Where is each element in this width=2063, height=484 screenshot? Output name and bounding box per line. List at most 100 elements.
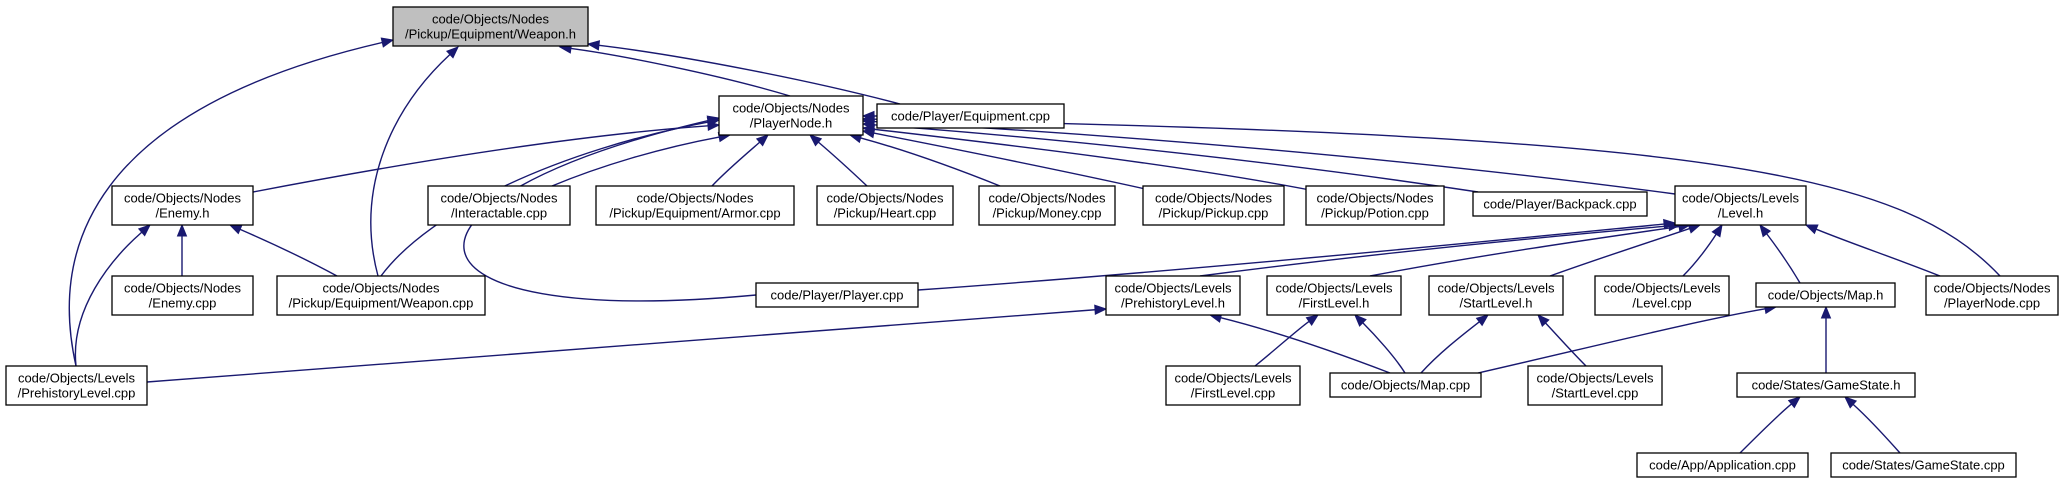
edge-line <box>551 136 720 187</box>
edge-arrowhead <box>586 40 601 51</box>
node-box <box>111 275 254 316</box>
node-label-line: code/States/GameState.h <box>1752 378 1901 393</box>
node-playernode-cpp[interactable]: code/Objects/Nodes/PlayerNode.cpp <box>1925 275 2059 316</box>
node-box <box>1636 452 1809 478</box>
edge-line <box>570 47 791 97</box>
edge-line <box>1852 403 1901 454</box>
edge-line <box>370 53 451 277</box>
edge-startlevel_cpp-to-startlevel_h <box>1537 314 1587 367</box>
node-potion-cpp[interactable]: code/Objects/Nodes/Pickup/Potion.cpp <box>1305 185 1445 226</box>
edge-line <box>873 118 2001 277</box>
edge-arrowhead <box>755 134 769 147</box>
node-armor-cpp[interactable]: code/Objects/Nodes/Pickup/Equipment/Armo… <box>595 185 795 226</box>
edge-line <box>873 132 1151 191</box>
edge-heart_cpp-to-playernode_h <box>808 134 868 187</box>
edge-enemy_cpp-to-enemy_h <box>176 223 188 276</box>
node-label-line: code/Objects/Nodes <box>826 191 944 206</box>
edge-arrowhead <box>1844 396 1858 409</box>
edge-prehistoric_cpp-to-enemy_h <box>74 224 151 367</box>
node-label-line: /FirstLevel.cpp <box>1191 386 1276 401</box>
edge-firstlevel_h-to-level_h <box>1369 221 1692 277</box>
edge-firstlevel_cpp-to-firstlevel_h <box>1254 314 1320 367</box>
edge-arrowhead <box>1804 224 1819 235</box>
node-playernode-h[interactable]: code/Objects/Nodes/PlayerNode.h <box>718 95 864 136</box>
edge-line <box>1815 228 1941 277</box>
node-label-line: code/Objects/Levels <box>1114 281 1232 296</box>
edge-line <box>1477 308 1766 374</box>
node-label-line: code/Objects/Nodes <box>322 281 440 296</box>
node-label-line: code/Objects/Nodes <box>1155 191 1273 206</box>
node-weapon-cpp[interactable]: code/Objects/Nodes/Pickup/Equipment/Weap… <box>276 275 486 316</box>
node-label-line: code/Objects/Nodes <box>732 101 850 116</box>
node-label-line: /PrehistoryLevel.h <box>1121 296 1225 311</box>
node-equipment-cpp[interactable]: code/Player/Equipment.cpp <box>876 103 1065 129</box>
node-heart-cpp[interactable]: code/Objects/Nodes/Pickup/Heart.cpp <box>816 185 954 226</box>
node-level-h[interactable]: code/Objects/Levels/Level.h <box>1674 185 1807 226</box>
node-gamestate-h[interactable]: code/States/GameState.h <box>1736 372 1916 398</box>
edge-arrowhead <box>228 224 243 235</box>
node-firstlevel-cpp[interactable]: code/Objects/Levels/FirstLevel.cpp <box>1165 365 1301 406</box>
node-label-line: /PlayerNode.cpp <box>1944 296 2040 311</box>
node-box <box>1142 185 1285 226</box>
node-gamestate-cpp[interactable]: code/States/GameState.cpp <box>1830 452 2017 478</box>
edge-line <box>1549 227 1690 277</box>
node-box <box>978 185 1116 226</box>
edge-prehistoric_cpp-to-weapon_h <box>68 37 395 367</box>
edge-prehistoric_cpp-to-prehistoric_h <box>146 304 1108 383</box>
node-label-line: code/Objects/Nodes <box>988 191 1106 206</box>
edge-arrowhead <box>1305 314 1320 326</box>
edge-playernode_h-to-weapon_h <box>558 43 791 97</box>
node-pickup-cpp[interactable]: code/Objects/Nodes/Pickup/Pickup.cpp <box>1142 185 1285 226</box>
node-label-line: /Pickup/Equipment/Armor.cpp <box>609 206 780 221</box>
node-prehistoric-h[interactable]: code/Objects/Levels/PrehistoryLevel.h <box>1105 275 1241 316</box>
edge-arrowhead <box>445 46 459 59</box>
node-box <box>5 365 148 406</box>
node-label-line: /Level.cpp <box>1632 296 1691 311</box>
node-map-h[interactable]: code/Objects/Map.h <box>1755 282 1896 308</box>
node-box <box>1925 275 2059 316</box>
edges-layer <box>68 37 2001 454</box>
edge-line <box>598 44 901 105</box>
node-prehistoric-cpp[interactable]: code/Objects/Levels/PrehistoryLevel.cpp <box>5 365 148 406</box>
node-label-line: /StartLevel.h <box>1460 296 1533 311</box>
node-label-line: code/Player/Backpack.cpp <box>1483 197 1636 212</box>
node-weapon-h[interactable]: code/Objects/Nodes/Pickup/Equipment/Weap… <box>392 6 589 47</box>
node-label-line: code/Objects/Map.cpp <box>1341 378 1470 393</box>
node-box <box>111 185 254 226</box>
node-backpack-cpp[interactable]: code/Player/Backpack.cpp <box>1472 191 1648 217</box>
node-firstlevel-h[interactable]: code/Objects/Levels/FirstLevel.h <box>1266 275 1402 316</box>
node-map-cpp[interactable]: code/Objects/Map.cpp <box>1329 372 1482 398</box>
edge-backpack_cpp-to-playernode_h <box>861 119 1479 193</box>
edge-playernode_cpp-to-level_h <box>1804 224 1941 277</box>
node-label-line: /StartLevel.cpp <box>1552 386 1639 401</box>
edge-arrowhead <box>1759 223 1772 238</box>
node-label-line: /Interactable.cpp <box>451 206 547 221</box>
edge-line <box>1254 320 1310 367</box>
node-label-line: /Level.h <box>1718 206 1764 221</box>
node-enemy-h[interactable]: code/Objects/Nodes/Enemy.h <box>111 185 254 226</box>
node-box <box>718 95 864 136</box>
edge-map_h-to-level_h <box>1759 223 1801 284</box>
node-startlevel-cpp[interactable]: code/Objects/Levels/StartLevel.cpp <box>1527 365 1663 406</box>
node-application-cpp[interactable]: code/App/Application.cpp <box>1636 452 1809 478</box>
node-label-line: code/Objects/Map.h <box>1768 288 1884 303</box>
edge-line <box>146 309 1096 383</box>
edge-line <box>68 41 383 367</box>
edge-weapon_cpp-to-weapon_h <box>370 46 459 277</box>
node-label-line: code/Player/Equipment.cpp <box>891 109 1050 124</box>
edge-line <box>917 223 1665 291</box>
edge-arrowhead <box>1820 305 1832 319</box>
node-enemy-cpp[interactable]: code/Objects/Nodes/Enemy.cpp <box>111 275 254 316</box>
node-level-cpp[interactable]: code/Objects/Levels/Level.cpp <box>1594 275 1730 316</box>
node-label-line: /FirstLevel.h <box>1299 296 1370 311</box>
edge-line <box>1766 233 1801 284</box>
node-label-line: code/Objects/Levels <box>1174 371 1292 386</box>
node-label-line: code/Objects/Levels <box>1682 191 1800 206</box>
node-label-line: /Enemy.h <box>156 206 210 221</box>
node-interactable-cpp[interactable]: code/Objects/Nodes/Interactable.cpp <box>427 185 571 226</box>
node-startlevel-h[interactable]: code/Objects/Levels/StartLevel.h <box>1428 275 1564 316</box>
node-box <box>1428 275 1564 316</box>
node-player-cpp[interactable]: code/Player/Player.cpp <box>755 282 919 308</box>
node-money-cpp[interactable]: code/Objects/Nodes/Pickup/Money.cpp <box>978 185 1116 226</box>
node-box <box>1105 275 1241 316</box>
